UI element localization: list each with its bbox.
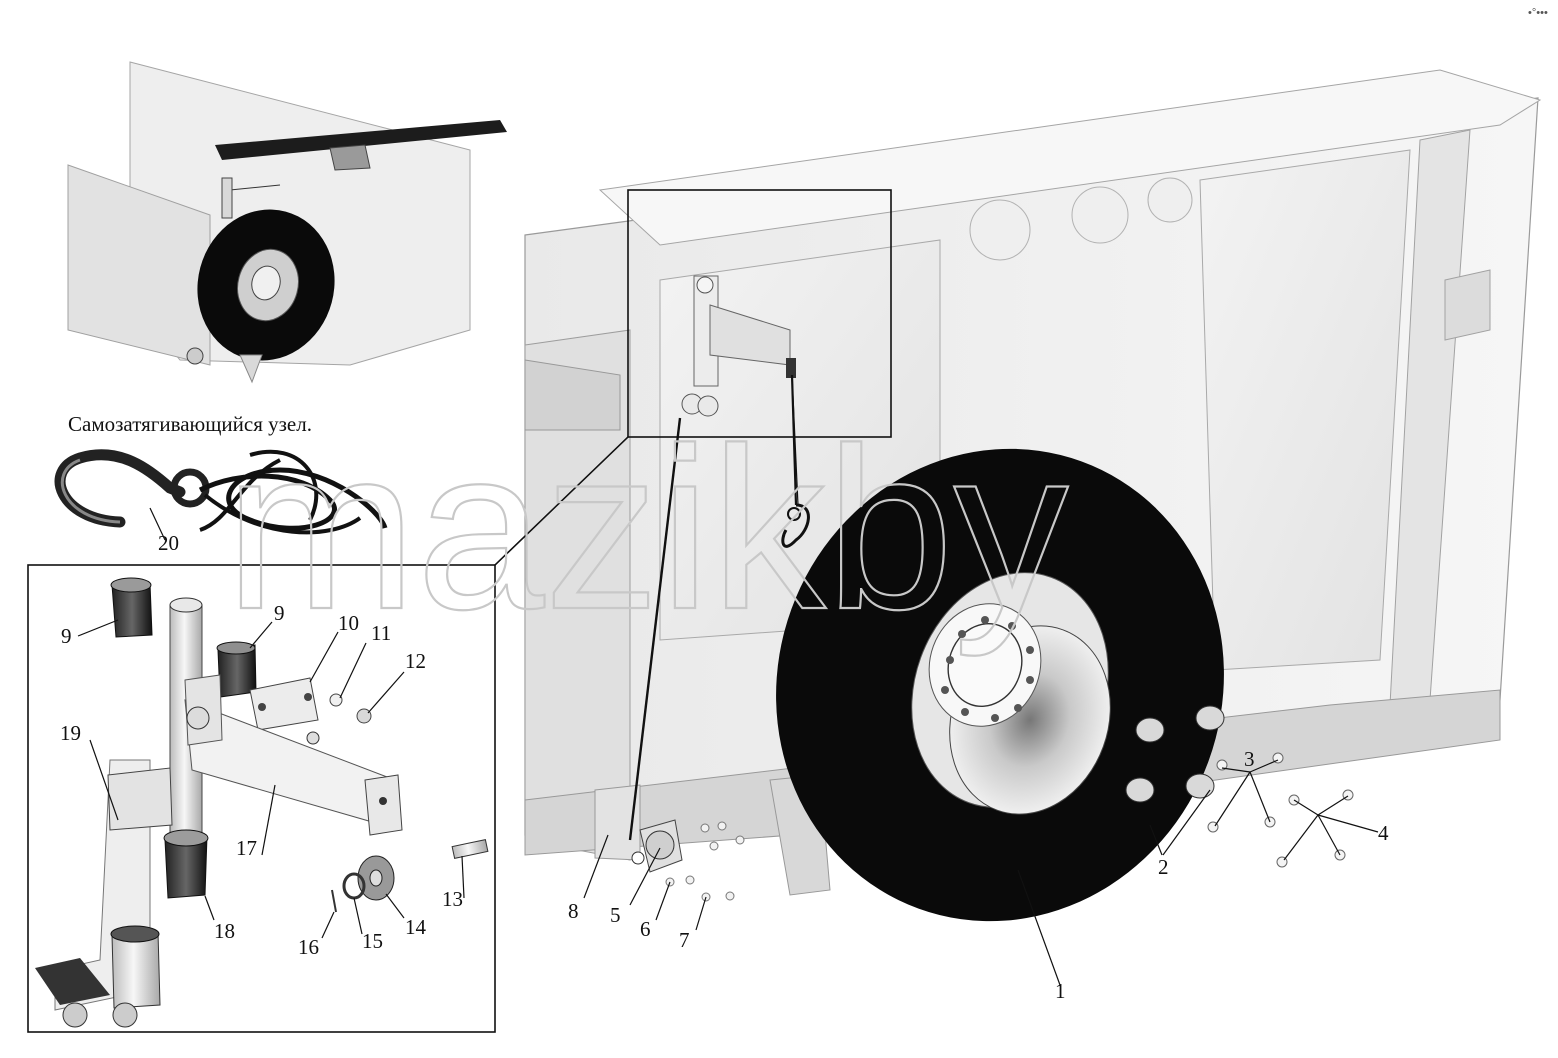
thumb-top-rail [215, 120, 507, 160]
post-bracket [1444, 269, 1491, 341]
zoom-projection-line-b [494, 436, 629, 566]
callout-6: 6 [640, 917, 651, 941]
callout-14: 14 [405, 915, 427, 939]
main-assembly-view [494, 69, 1542, 986]
clamp-hole [304, 693, 312, 701]
callout-labels: 1 2 3 4 5 6 7 8 9 9 10 11 12 13 14 15 16… [60, 531, 1389, 1003]
callout-18: 18 [214, 919, 235, 943]
clamp-plate-10 [249, 677, 319, 731]
callout-1: 1 [1055, 979, 1066, 1003]
cup-18 [163, 829, 209, 899]
callout-9b: 9 [274, 601, 285, 625]
post-clamp [107, 767, 173, 831]
thumb-winch [221, 177, 233, 219]
overview-thumbnail [67, 61, 507, 384]
top-ledge [598, 69, 1542, 246]
pulley-bore [369, 869, 383, 887]
thumb-foot [239, 354, 263, 384]
callout-10: 10 [338, 611, 359, 635]
arm-bolt [306, 731, 320, 745]
cable-hook [781, 503, 810, 548]
small-nuts-group [665, 821, 745, 902]
clamp-hole [258, 703, 266, 711]
pin-13 [451, 839, 489, 859]
detail-zoom-frame [627, 189, 892, 438]
corner-mark: •°••• [1528, 7, 1548, 19]
leader-lines-panel [77, 619, 465, 939]
winch-mount [681, 275, 796, 417]
leader-20 [149, 507, 166, 541]
callout-3: 3 [1244, 747, 1255, 771]
nut-set-4 [1276, 789, 1354, 868]
exploded-parts-panel [27, 564, 496, 1033]
callout-4: 4 [1378, 821, 1389, 845]
callout-15: 15 [362, 929, 383, 953]
bushing-9b [216, 641, 257, 698]
spare-wheel [776, 448, 1224, 922]
hook [54, 449, 186, 528]
callout-19: 19 [60, 721, 81, 745]
caption-self-tightening-knot: Самозатягивающийся узел. [68, 412, 312, 436]
self-tightening-knot [54, 449, 388, 541]
thumb-ratchet [186, 347, 204, 365]
cotter-pin-16 [331, 889, 337, 913]
lower-cup [110, 925, 161, 1009]
callout-20: 20 [158, 531, 179, 555]
knot-rope-loops [199, 449, 362, 535]
watermark-text: mazikby [225, 400, 1069, 657]
roller-a [62, 1002, 88, 1028]
callout-13: 13 [442, 887, 463, 911]
callout-2: 2 [1158, 855, 1169, 879]
callout-12: 12 [405, 649, 426, 673]
nut-12 [356, 708, 372, 724]
hook-highlight [61, 458, 121, 524]
callout-9a: 9 [61, 624, 72, 648]
nut-11 [329, 693, 343, 707]
door-panel-right [1199, 149, 1411, 671]
roller-b [112, 1002, 138, 1028]
ratchet-lock [631, 819, 683, 873]
hinge-bosses [969, 177, 1193, 261]
hub-hole [947, 622, 1023, 708]
callout-17: 17 [236, 836, 257, 860]
arm-end-hole [379, 797, 387, 805]
nut-set-3 [1207, 752, 1284, 833]
thumb-hub [251, 265, 281, 301]
thumb-hinge [329, 144, 371, 171]
callout-5: 5 [610, 903, 621, 927]
leader-lines-main [583, 759, 1379, 986]
callout-8: 8 [568, 899, 579, 923]
clamp-washers [1125, 705, 1225, 803]
tension-rod [628, 417, 682, 841]
arm-hub-bolt [186, 706, 210, 730]
hook-eye [787, 507, 801, 521]
thumb-cable [229, 184, 281, 191]
arm-end-bracket [364, 774, 403, 836]
foot-plate [35, 958, 110, 1005]
winch-cable-inner [791, 374, 799, 506]
thumb-side-panel [67, 164, 211, 366]
side-panel-top [524, 359, 621, 431]
callout-7: 7 [679, 928, 690, 952]
bushing-9a [110, 577, 153, 638]
callout-16: 16 [298, 935, 319, 959]
callout-11: 11 [371, 621, 391, 645]
wheel-stud-holes [941, 616, 1034, 722]
